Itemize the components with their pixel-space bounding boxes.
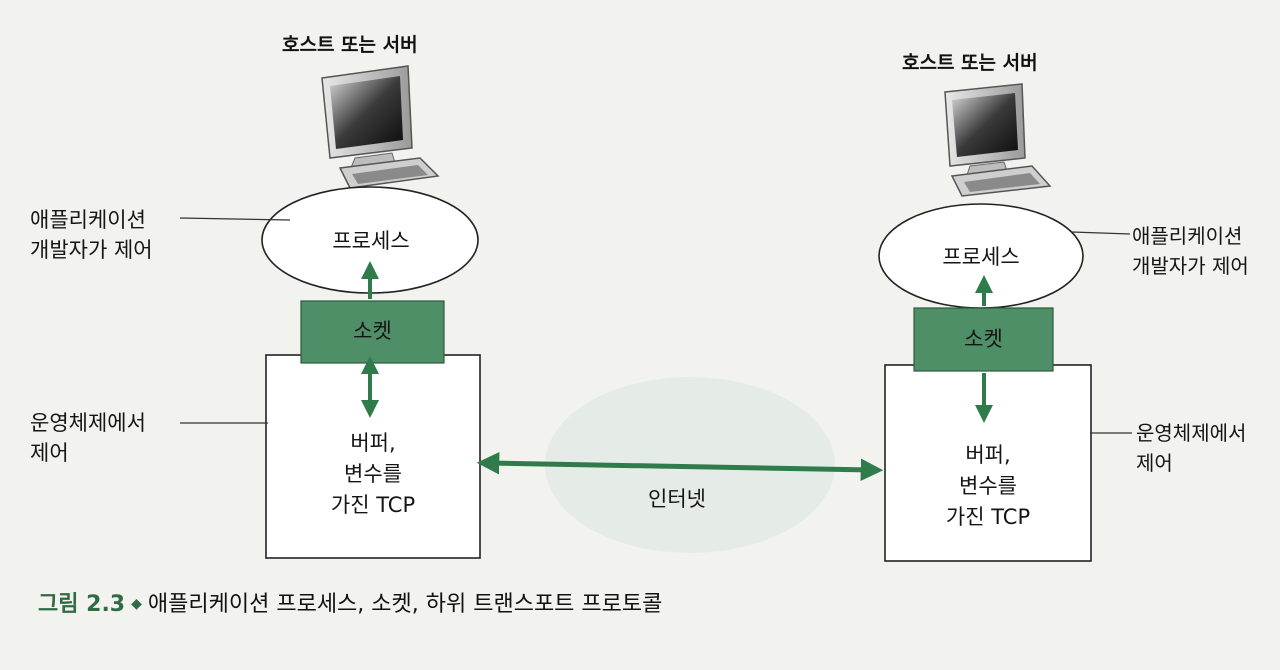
caption-figure-number: 그림 2.3 xyxy=(38,592,126,617)
figure-caption: 그림 2.3 ◆ 애플리케이션 프로세스, 소켓, 하위 트랜스포트 프로토콜 xyxy=(38,586,662,618)
left-app-leader-line xyxy=(179,217,291,221)
left-tcp-line-2: 변수를 xyxy=(344,462,402,486)
right-tcp-line-1: 버퍼, xyxy=(965,443,1011,467)
right-socket-label: 소켓 xyxy=(964,327,1003,351)
right-app-label-line-2: 개발자가 제어 xyxy=(1132,254,1249,278)
left-tcp-line-3: 가진 TCP xyxy=(330,493,416,517)
right-tcp-line-3: 가진 TCP xyxy=(945,505,1031,529)
caption-diamond-icon: ◆ xyxy=(131,596,142,612)
left-socket-label: 소켓 xyxy=(353,319,392,343)
left-os-label: 운영체제에서 제어 xyxy=(30,408,146,468)
right-socket-box xyxy=(913,307,1054,372)
left-tcp-line-1: 버퍼, xyxy=(350,431,396,455)
left-socket-box xyxy=(300,300,445,364)
left-process-label: 프로세스 xyxy=(332,229,410,253)
right-process-label: 프로세스 xyxy=(942,245,1020,269)
left-app-label-line-1: 애플리케이션 xyxy=(30,208,146,232)
right-tcp-line-2: 변수를 xyxy=(959,474,1017,498)
right-host-title: 호스트 또는 서버 xyxy=(902,52,1038,74)
right-computer-icon xyxy=(944,83,1052,197)
left-tcp-text: 버퍼, 변수를 가진 TCP xyxy=(266,428,480,521)
right-app-leader-line xyxy=(1071,231,1131,235)
caption-text: 애플리케이션 프로세스, 소켓, 하위 트랜스포트 프로토콜 xyxy=(147,592,663,617)
internet-arrow xyxy=(476,451,884,482)
left-app-label: 애플리케이션 개발자가 제어 xyxy=(30,205,153,265)
right-app-label: 애플리케이션 개발자가 제어 xyxy=(1132,221,1249,281)
right-app-label-line-1: 애플리케이션 xyxy=(1132,224,1243,248)
internet-label: 인터넷 xyxy=(648,487,706,511)
right-tcp-box xyxy=(884,364,1092,562)
left-host-title: 호스트 또는 서버 xyxy=(282,34,418,56)
right-os-label-line-1: 운영체제에서 xyxy=(1136,421,1247,445)
left-os-label-line-1: 운영체제에서 xyxy=(30,411,146,435)
left-computer-icon xyxy=(321,65,440,189)
left-os-label-line-2: 제어 xyxy=(30,441,69,465)
right-tcp-text: 버퍼, 변수를 가진 TCP xyxy=(885,440,1091,533)
right-os-label: 운영체제에서 제어 xyxy=(1136,418,1246,478)
right-os-label-line-2: 제어 xyxy=(1136,451,1173,475)
left-app-label-line-2: 개발자가 제어 xyxy=(30,238,153,262)
